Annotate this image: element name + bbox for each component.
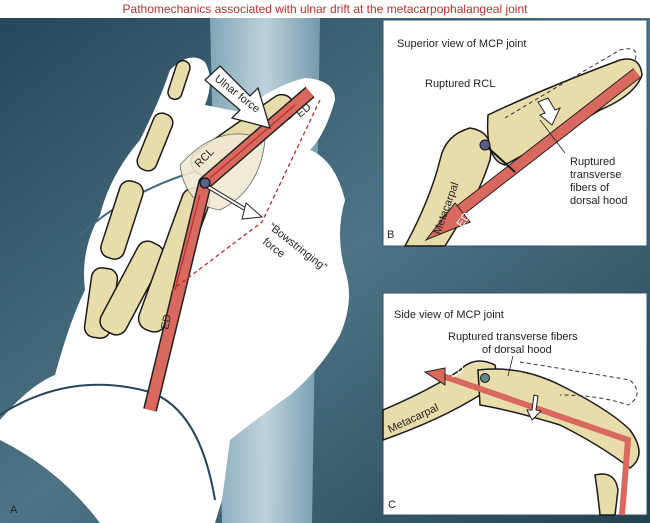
middle-phalanx-c [594,473,619,516]
panel-b: Superior view of MCP joint Ruptured RCL … [382,19,648,247]
panel-b-letter: B [387,229,394,241]
normal-position-outline-c [519,361,638,406]
fibers-label-c-1: Ruptured transverse fibers [448,331,578,343]
panel-a-letter: A [10,504,18,516]
tendon-arrow-down [174,194,201,291]
bowstring-dashed-line [171,99,321,291]
fibers-label-2: transverse [570,169,621,181]
tendon-arrowhead-b [424,202,471,242]
ulnar-force-arrow [204,65,271,129]
panel-c-heading: Side view of MCP joint [394,309,504,321]
panel-b-heading: Superior view of MCP joint [397,38,526,50]
joint-axis-dot-c [480,373,490,383]
ed-label-bottom: ED [159,313,174,330]
fibers-label-1: Ruptured [570,156,615,168]
metacarpal-bone-c [382,360,497,442]
tendon-arrowhead-c [423,367,446,386]
shift-arrow-b [537,97,561,126]
fibers-label-c-2: of dorsal hood [482,344,552,356]
figure-title: Pathomechanics associated with ulnar dri… [122,2,528,16]
tendon-arrow-up [209,104,296,179]
panel-c: Side view of MCP joint Ruptured transver… [382,292,648,516]
tendon-b [441,69,641,226]
normal-position-outline-b [504,48,637,119]
fibers-label-4: dorsal hood [570,195,628,207]
bowstringing-arrow [204,184,251,213]
panel-c-letter: C [388,499,396,511]
phalanx-bone-b [486,58,643,166]
tendon-c [439,372,632,516]
joint-axis-dot-b [479,139,491,151]
shift-arrow-c [526,394,543,421]
joint-axis-dot [199,177,211,189]
fibers-label-3: fibers of [570,182,610,194]
ruptured-rcl-label: Ruptured RCL [425,78,495,90]
